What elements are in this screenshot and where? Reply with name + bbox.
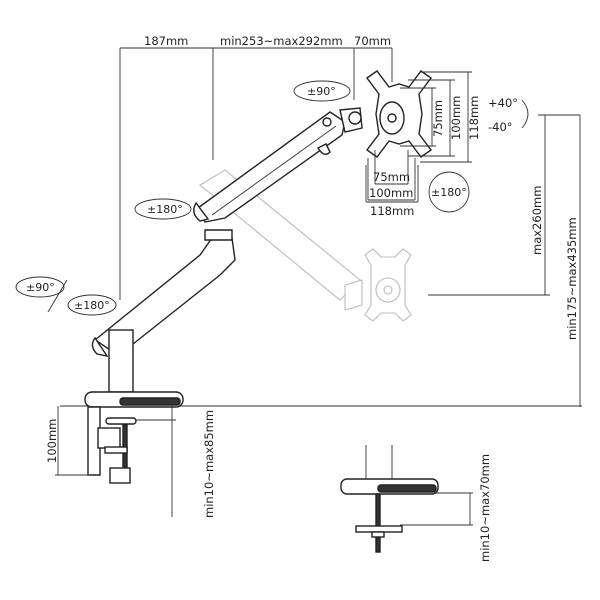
clamp-desk-thickness-label: min10~max85mm: [202, 410, 216, 518]
vesa-v-100mm: 100mm: [449, 96, 463, 140]
pole-and-base: [84, 329, 184, 408]
rotation-plate: ±180°: [428, 171, 470, 213]
tilt-up-label: +40°: [488, 96, 518, 110]
vesa-h-118mm: 118mm: [370, 204, 414, 218]
height-range-label: min175~max435mm: [565, 217, 579, 340]
vesa-horizontal-dims: [365, 150, 419, 203]
rotation-head-swivel: ±90°: [293, 80, 351, 102]
tilt-down-label: -40°: [488, 120, 513, 134]
c-clamp: [55, 406, 176, 517]
vesa-vertical-dims: [400, 71, 472, 163]
base-swivel-label: ±180°: [74, 299, 110, 312]
vesa-plate: [366, 70, 432, 158]
dim-70mm: 70mm: [354, 34, 391, 48]
vesa-v-75mm: 75mm: [431, 100, 445, 137]
grommet-mount: [340, 445, 473, 553]
tilt-arc-icon: [521, 99, 529, 129]
dim-187mm: 187mm: [144, 34, 188, 48]
rotate-arrow-icon: [134, 198, 192, 220]
base-tilt-label: ±90°: [26, 281, 55, 294]
rotation-elbow: ±180°: [134, 198, 192, 220]
upper-arm: [193, 107, 363, 223]
grommet-desk-thickness-label: min10~max70mm: [478, 454, 492, 562]
vesa-h-75mm: 75mm: [373, 170, 410, 184]
plate-rotation-label: ±180°: [431, 186, 467, 199]
rotation-base: ±90° ±180°: [15, 276, 117, 316]
vesa-v-118mm: 118mm: [467, 96, 481, 140]
rotate-arrow-icon: [293, 80, 351, 102]
dim-arm-length: min253~max292mm: [220, 34, 343, 48]
clamp-height-label: 100mm: [45, 419, 59, 463]
vesa-h-100mm: 100mm: [369, 186, 413, 200]
rotate-arrow-icon: [428, 171, 470, 213]
elbow-rotation-label: ±180°: [147, 203, 183, 216]
max-height-label: max260mm: [530, 186, 544, 255]
rotate-arrow-icon: [67, 294, 117, 316]
rotate-arrow-icon: [15, 276, 65, 298]
top-dimension-lines: [119, 47, 393, 300]
head-swivel-label: ±90°: [307, 85, 336, 98]
